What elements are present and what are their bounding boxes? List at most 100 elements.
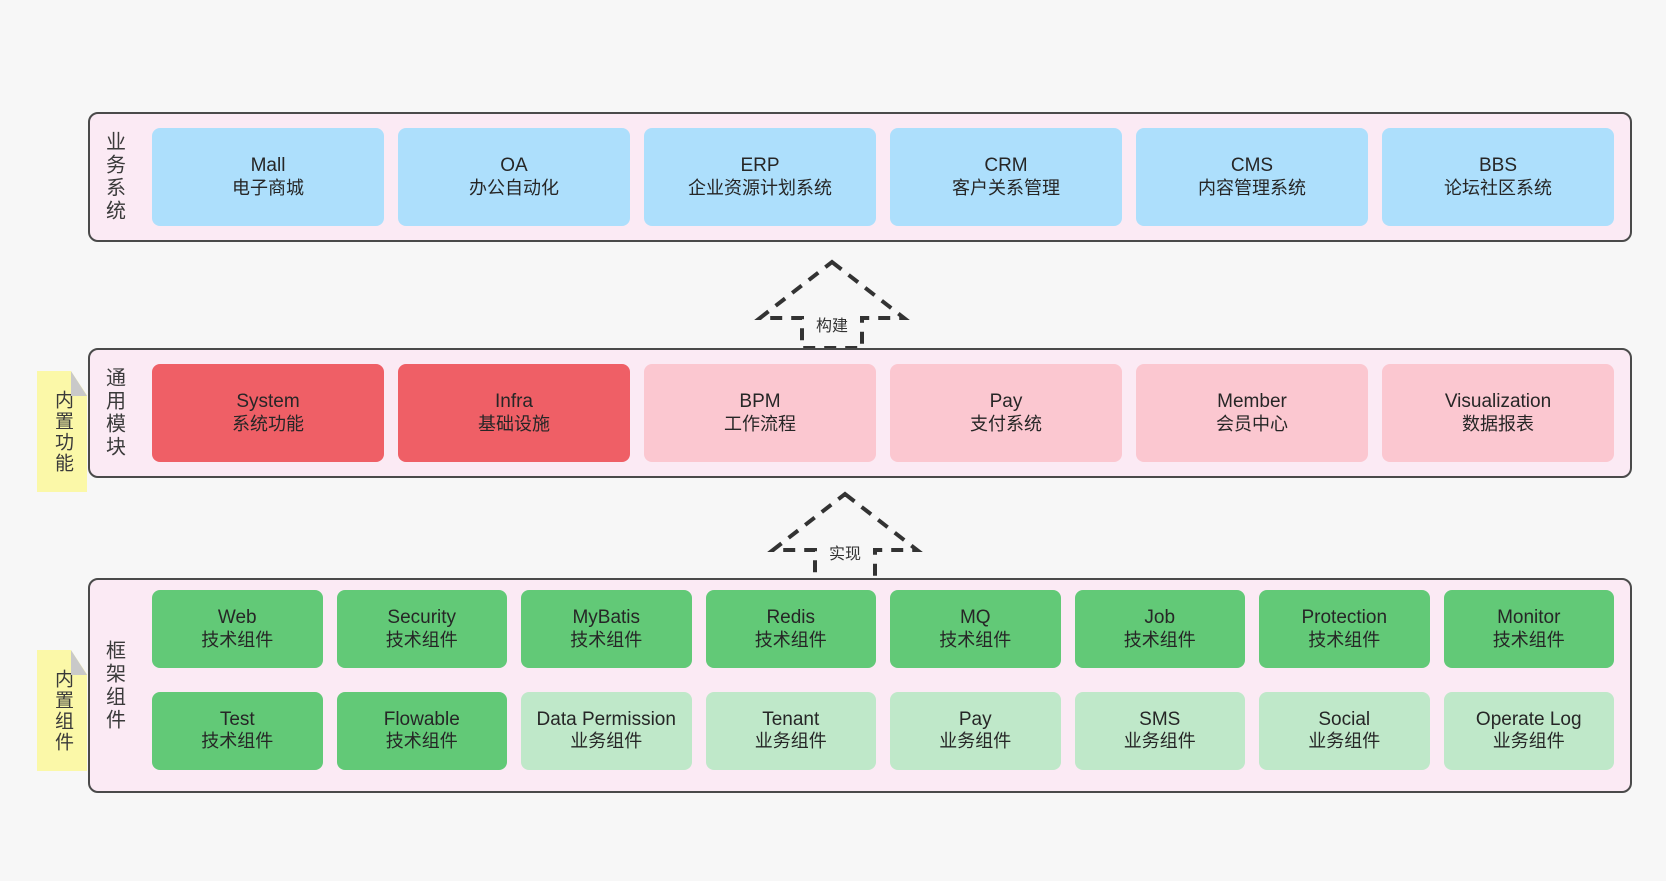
node-subtitle: 技术组件 (570, 629, 643, 650)
node-subtitle: 基础设施 (478, 413, 550, 434)
node-subtitle: 工作流程 (724, 413, 796, 434)
node-title: Redis (766, 607, 816, 629)
node-subtitle: 技术组件 (754, 629, 827, 650)
node-subtitle: 系统功能 (232, 413, 304, 434)
node-subtitle: 内容管理系统 (1198, 177, 1306, 198)
node-subtitle: 业务组件 (1492, 731, 1565, 752)
node-subtitle: 电子商城 (232, 177, 304, 198)
node-subtitle: 数据报表 (1462, 413, 1534, 434)
node-title: Security (387, 607, 457, 629)
node-bpm[interactable]: BPM 工作流程 (644, 364, 876, 462)
node-mybatis[interactable]: MyBatis 技术组件 (521, 590, 692, 668)
node-subtitle: 论坛社区系统 (1444, 177, 1552, 198)
layer-business-systems: 业务系统 Mall 电子商城 OA 办公自动化 ERP 企业资源计划系统 CRM… (88, 112, 1632, 242)
node-operate-log[interactable]: Operate Log 业务组件 (1443, 691, 1614, 770)
node-subtitle: 支付系统 (970, 413, 1042, 434)
node-subtitle: 企业资源计划系统 (688, 177, 832, 198)
node-security[interactable]: Security 技术组件 (336, 590, 507, 668)
node-title: Data Permission (536, 708, 676, 730)
layer-label-business: 业务系统 (102, 131, 125, 223)
node-title: Monitor (1497, 607, 1561, 629)
node-pay-component[interactable]: Pay 业务组件 (890, 691, 1061, 770)
node-pay-module[interactable]: Pay 支付系统 (890, 364, 1122, 462)
node-job[interactable]: Job 技术组件 (1074, 590, 1245, 668)
layer-label-framework: 框架组件 (102, 639, 125, 732)
node-title: Social (1318, 708, 1371, 730)
arrow-build: 构建 (754, 258, 910, 350)
node-redis[interactable]: Redis 技术组件 (705, 590, 876, 668)
node-crm[interactable]: CRM 客户关系管理 (890, 128, 1122, 226)
node-flowable[interactable]: Flowable 技术组件 (336, 691, 507, 770)
node-title: SMS (1139, 708, 1181, 730)
arrow-build-shape (754, 259, 910, 350)
node-subtitle: 技术组件 (201, 629, 274, 650)
node-member[interactable]: Member 会员中心 (1136, 364, 1368, 462)
node-subtitle: 会员中心 (1216, 413, 1288, 434)
note-label: 内置组件 (51, 668, 73, 753)
node-title: BPM (739, 391, 781, 413)
node-subtitle: 业务组件 (939, 731, 1012, 752)
framework-tech-row: Web 技术组件 Security 技术组件 MyBatis 技术组件 Redi… (136, 580, 1630, 686)
node-web[interactable]: Web 技术组件 (152, 590, 323, 668)
node-title: Visualization (1444, 391, 1552, 413)
layer-common-modules: 通用模块 System 系统功能 Infra 基础设施 BPM 工作流程 Pay… (88, 348, 1632, 478)
node-subtitle: 业务组件 (1308, 731, 1381, 752)
node-title: Pay (989, 391, 1023, 413)
node-subtitle: 技术组件 (1492, 629, 1565, 650)
node-subtitle: 技术组件 (385, 629, 458, 650)
node-subtitle: 办公自动化 (469, 177, 559, 198)
node-test[interactable]: Test 技术组件 (152, 691, 323, 770)
node-title: CRM (984, 155, 1028, 177)
common-nodes-row: System 系统功能 Infra 基础设施 BPM 工作流程 Pay 支付系统… (136, 350, 1630, 476)
arrow-build-label: 构建 (815, 318, 849, 335)
framework-rows: Web 技术组件 Security 技术组件 MyBatis 技术组件 Redi… (136, 580, 1630, 791)
node-monitor[interactable]: Monitor 技术组件 (1443, 590, 1614, 668)
node-bbs[interactable]: BBS 论坛社区系统 (1382, 128, 1614, 226)
node-title: BBS (1478, 155, 1518, 177)
framework-business-row: Test 技术组件 Flowable 技术组件 Data Permission … (136, 686, 1630, 792)
node-title: MQ (959, 607, 991, 629)
node-cms[interactable]: CMS 内容管理系统 (1136, 128, 1368, 226)
node-data-permission[interactable]: Data Permission 业务组件 (521, 691, 692, 770)
node-title: Job (1144, 607, 1176, 629)
node-title: ERP (740, 155, 780, 177)
node-subtitle: 业务组件 (570, 731, 643, 752)
node-subtitle: 技术组件 (1308, 629, 1381, 650)
node-tenant[interactable]: Tenant 业务组件 (705, 691, 876, 770)
layer-framework-components: 框架组件 Web 技术组件 Security 技术组件 MyBatis 技术组件… (88, 578, 1632, 793)
node-title: Pay (958, 708, 992, 730)
arrow-realize-shape (767, 491, 923, 582)
node-title: OA (500, 155, 528, 177)
node-title: Member (1217, 391, 1287, 413)
node-subtitle: 技术组件 (201, 731, 274, 752)
node-sms[interactable]: SMS 业务组件 (1074, 691, 1245, 770)
node-subtitle: 技术组件 (385, 731, 458, 752)
node-erp[interactable]: ERP 企业资源计划系统 (644, 128, 876, 226)
node-title: CMS (1230, 155, 1274, 177)
node-system[interactable]: System 系统功能 (152, 364, 384, 462)
arrow-realize: 实现 (767, 490, 923, 582)
node-social[interactable]: Social 业务组件 (1259, 691, 1430, 770)
node-protection[interactable]: Protection 技术组件 (1259, 590, 1430, 668)
node-title: Mall (250, 155, 286, 177)
business-nodes-row: Mall 电子商城 OA 办公自动化 ERP 企业资源计划系统 CRM 客户关系… (136, 114, 1630, 240)
node-subtitle: 技术组件 (1123, 629, 1196, 650)
node-title: Operate Log (1475, 708, 1582, 730)
node-oa[interactable]: OA 办公自动化 (398, 128, 630, 226)
node-subtitle: 业务组件 (754, 731, 827, 752)
node-subtitle: 技术组件 (939, 629, 1012, 650)
node-subtitle: 业务组件 (1123, 731, 1196, 752)
node-title: Infra (494, 391, 534, 413)
node-title: Protection (1301, 607, 1388, 629)
node-title: Tenant (762, 708, 820, 730)
node-title: Test (219, 708, 255, 730)
node-infra[interactable]: Infra 基础设施 (398, 364, 630, 462)
note-label: 内置功能 (51, 389, 73, 474)
node-title: Flowable (383, 708, 460, 730)
node-title: System (236, 391, 300, 413)
node-mall[interactable]: Mall 电子商城 (152, 128, 384, 226)
node-mq[interactable]: MQ 技术组件 (890, 590, 1061, 668)
node-title: Web (217, 607, 257, 629)
node-visualization[interactable]: Visualization 数据报表 (1382, 364, 1614, 462)
